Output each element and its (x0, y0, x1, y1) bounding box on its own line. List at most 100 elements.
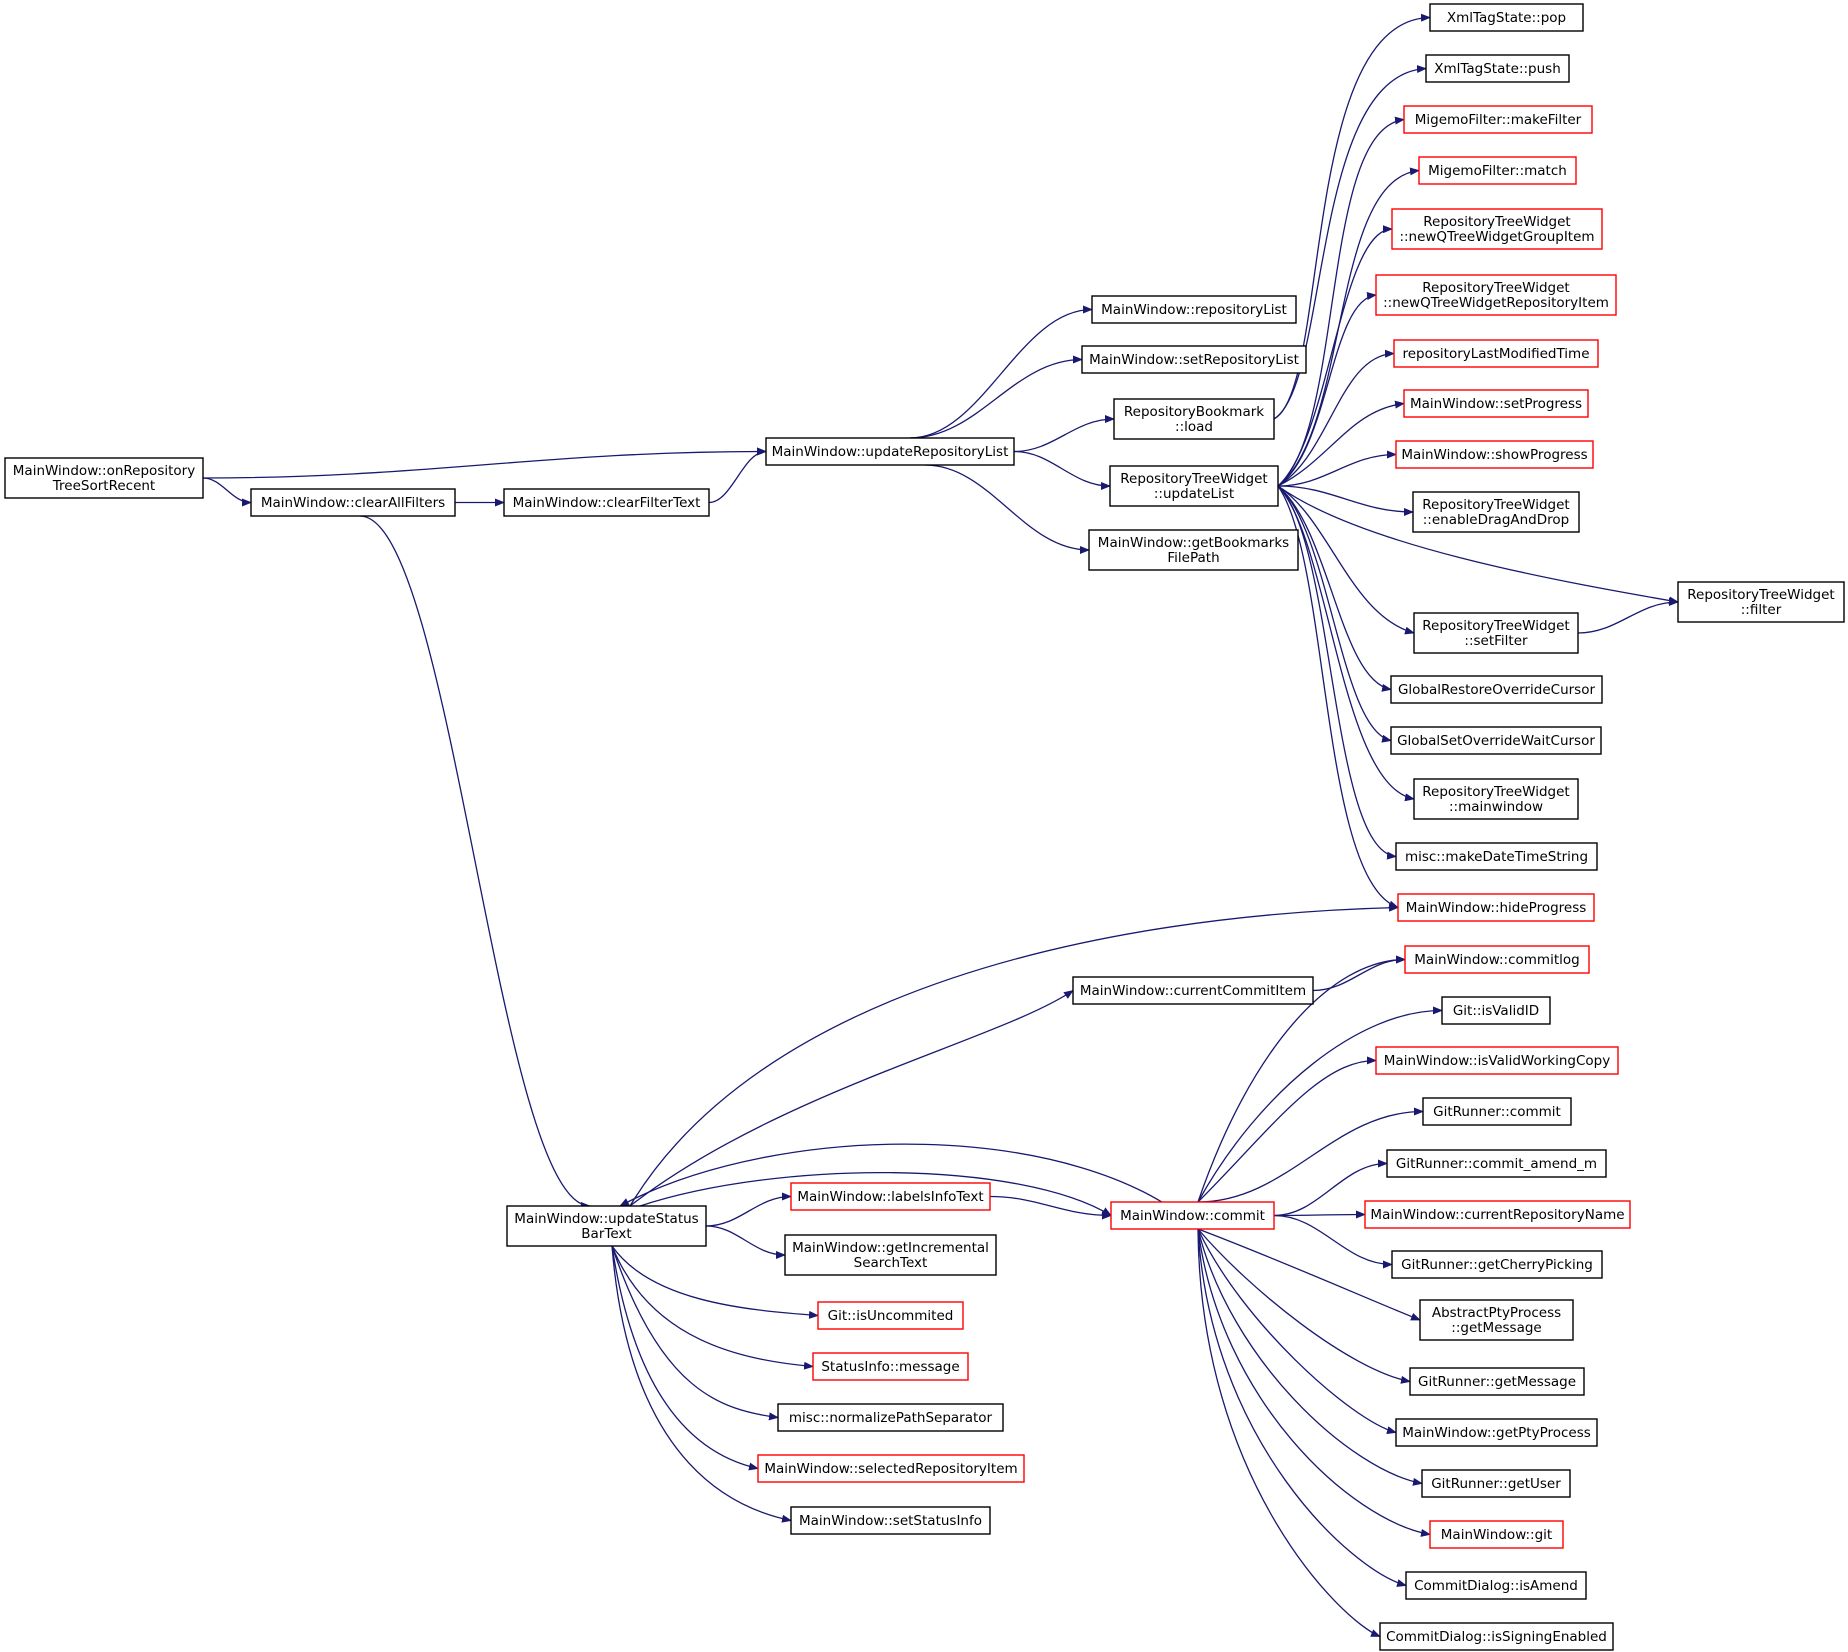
edge-path (1277, 400, 1405, 487)
node-xmlPush[interactable]: XmlTagState::push (1425, 54, 1570, 83)
node-getCherryPicking[interactable]: GitRunner::getCherryPicking (1391, 1250, 1603, 1279)
node-updateRepositoryList[interactable]: MainWindow::updateRepositoryList (765, 437, 1015, 466)
node-label: MainWindow::hideProgress (1406, 900, 1587, 916)
node-migemoMakeFilter[interactable]: MigemoFilter::makeFilter (1403, 105, 1593, 134)
node-rtwSetFilter[interactable]: RepositoryTreeWidget::setFilter (1413, 612, 1579, 654)
node-migemoMatch[interactable]: MigemoFilter::match (1418, 156, 1577, 185)
edge-path (1197, 1056, 1377, 1203)
node-box (1441, 996, 1551, 1025)
node-newGroupItem[interactable]: RepositoryTreeWidget::newQTreeWidgetGrou… (1391, 208, 1603, 250)
edge-path (705, 1225, 786, 1259)
edge-root-to-clearAllFilters (202, 477, 252, 507)
node-box (1413, 778, 1579, 820)
node-label: XmlTagState::push (1434, 61, 1561, 77)
node-label: ::mainwindow (1449, 799, 1543, 815)
node-label: misc::normalizePathSeparator (789, 1410, 993, 1426)
edge-path (1197, 1228, 1421, 1321)
node-box (1386, 1149, 1607, 1178)
node-repoLastModified[interactable]: repositoryLastModifiedTime (1393, 339, 1599, 368)
node-box (1404, 945, 1590, 974)
node-bookmarkLoad[interactable]: RepositoryBookmark::load (1113, 398, 1275, 440)
node-rtwFilter[interactable]: RepositoryTreeWidget::filter (1677, 581, 1845, 623)
node-isAmend[interactable]: CommitDialog::isAmend (1405, 1571, 1587, 1600)
node-ptyGetMessage[interactable]: AbstractPtyProcess::getMessage (1419, 1299, 1574, 1341)
edge-path (611, 1245, 819, 1319)
node-clearFilterText[interactable]: MainWindow::clearFilterText (503, 488, 710, 517)
edge-path (1273, 13, 1431, 420)
node-setRepositoryList[interactable]: MainWindow::setRepositoryList (1081, 345, 1307, 374)
node-box (1379, 1622, 1614, 1651)
node-box (1409, 1367, 1585, 1396)
node-gitRunnerGetMessage[interactable]: GitRunner::getMessage (1409, 1367, 1585, 1396)
node-commitAmendM[interactable]: GitRunner::commit_amend_m (1386, 1149, 1607, 1178)
edge-mwCommit-to-isValidWorkingCopy (1197, 1056, 1377, 1203)
node-labelsInfoText[interactable]: MainWindow::labelsInfoText (790, 1182, 991, 1211)
edge-path (1277, 485, 1397, 860)
node-repositoryList[interactable]: MainWindow::repositoryList (1091, 295, 1297, 324)
node-label: MigemoFilter::match (1428, 163, 1567, 179)
edge-updateStatusBarText-to-mwCommit (639, 1171, 1112, 1217)
node-isSigningEnabled[interactable]: CommitDialog::isSigningEnabled (1379, 1622, 1614, 1651)
node-label: MainWindow::git (1441, 1527, 1552, 1543)
edge-path (1197, 955, 1406, 1203)
node-label: MainWindow::getPtyProcess (1402, 1425, 1591, 1441)
edge-mwCommit-to-ptyGetMessage (1197, 1228, 1421, 1321)
node-commitlog[interactable]: MainWindow::commitlog (1404, 945, 1590, 974)
node-isUncommited[interactable]: Git::isUncommited (817, 1301, 964, 1330)
node-selectedRepositoryItem[interactable]: MainWindow::selectedRepositoryItem (757, 1454, 1025, 1483)
edge-path (611, 1245, 792, 1523)
edge-updateStatusBarText-to-labelsInfoText (705, 1192, 792, 1227)
node-globalSetWait[interactable]: GlobalSetOverrideWaitCursor (1390, 726, 1602, 755)
edge-updateStatusBarText-to-currentCommitItem (629, 989, 1074, 1207)
node-xmlPop[interactable]: XmlTagState::pop (1429, 3, 1584, 32)
node-rtwMainwindow[interactable]: RepositoryTreeWidget::mainwindow (1413, 778, 1579, 820)
node-normalizePathSeparator[interactable]: misc::normalizePathSeparator (777, 1403, 1004, 1432)
node-getPtyProcess[interactable]: MainWindow::getPtyProcess (1395, 1418, 1598, 1447)
node-box (1110, 1201, 1275, 1230)
node-setStatusInfo[interactable]: MainWindow::setStatusInfo (790, 1506, 991, 1535)
node-isValidWorkingCopy[interactable]: MainWindow::isValidWorkingCopy (1375, 1046, 1619, 1075)
node-isValidID[interactable]: Git::isValidID (1441, 996, 1551, 1025)
node-label: RepositoryTreeWidget (1687, 587, 1834, 603)
node-mwGit[interactable]: MainWindow::git (1429, 1520, 1564, 1549)
node-clearAllFilters[interactable]: MainWindow::clearAllFilters (250, 488, 456, 517)
node-mwCommit[interactable]: MainWindow::commit (1110, 1201, 1275, 1230)
node-label: AbstractPtyProcess (1432, 1305, 1561, 1321)
node-label: MainWindow::repositoryList (1101, 302, 1287, 318)
node-showProgress[interactable]: MainWindow::showProgress (1395, 440, 1594, 469)
edge-path (1277, 349, 1395, 487)
node-label: CommitDialog::isSigningEnabled (1386, 1629, 1607, 1645)
node-hideProgress[interactable]: MainWindow::hideProgress (1397, 893, 1595, 922)
edge-path (1273, 1214, 1393, 1269)
edge-path (1013, 415, 1115, 453)
edge-updateRepositoryList-to-rtwUpdateList (1013, 450, 1111, 490)
node-box (1395, 842, 1598, 871)
edge-path (639, 1171, 1112, 1217)
node-label: ::updateList (1154, 486, 1234, 502)
node-setProgress[interactable]: MainWindow::setProgress (1403, 389, 1589, 418)
node-enableDragAndDrop[interactable]: RepositoryTreeWidget::enableDragAndDrop (1412, 491, 1580, 533)
edge-updateStatusBarText-to-getIncrementalSearchText (705, 1225, 786, 1259)
node-gitRunnerCommit[interactable]: GitRunner::commit (1422, 1097, 1572, 1126)
node-label: RepositoryTreeWidget (1120, 471, 1267, 487)
edge-rtwUpdateList-to-migemoMatch (1277, 167, 1420, 487)
node-newRepoItem[interactable]: RepositoryTreeWidget::newQTreeWidgetRepo… (1375, 274, 1617, 316)
edge-path (1277, 225, 1393, 487)
edge-path (1277, 485, 1679, 605)
node-globalRestore[interactable]: GlobalRestoreOverrideCursor (1390, 675, 1603, 704)
node-label: RepositoryTreeWidget (1422, 784, 1569, 800)
node-statusInfoMessage[interactable]: StatusInfo::message (812, 1352, 969, 1381)
edge-rtwUpdateList-to-rtwFilter (1277, 485, 1679, 605)
node-rtwUpdateList[interactable]: RepositoryTreeWidget::updateList (1109, 465, 1279, 507)
node-getUser[interactable]: GitRunner::getUser (1421, 1469, 1571, 1498)
node-currentRepositoryName[interactable]: MainWindow::currentRepositoryName (1364, 1200, 1631, 1229)
node-label: MainWindow::currentRepositoryName (1370, 1207, 1624, 1223)
edge-path (1277, 292, 1377, 487)
node-label: ::getMessage (1451, 1320, 1541, 1336)
node-makeDateTimeString[interactable]: misc::makeDateTimeString (1395, 842, 1598, 871)
node-currentCommitItem[interactable]: MainWindow::currentCommitItem (1072, 976, 1314, 1005)
node-box (1393, 339, 1599, 368)
